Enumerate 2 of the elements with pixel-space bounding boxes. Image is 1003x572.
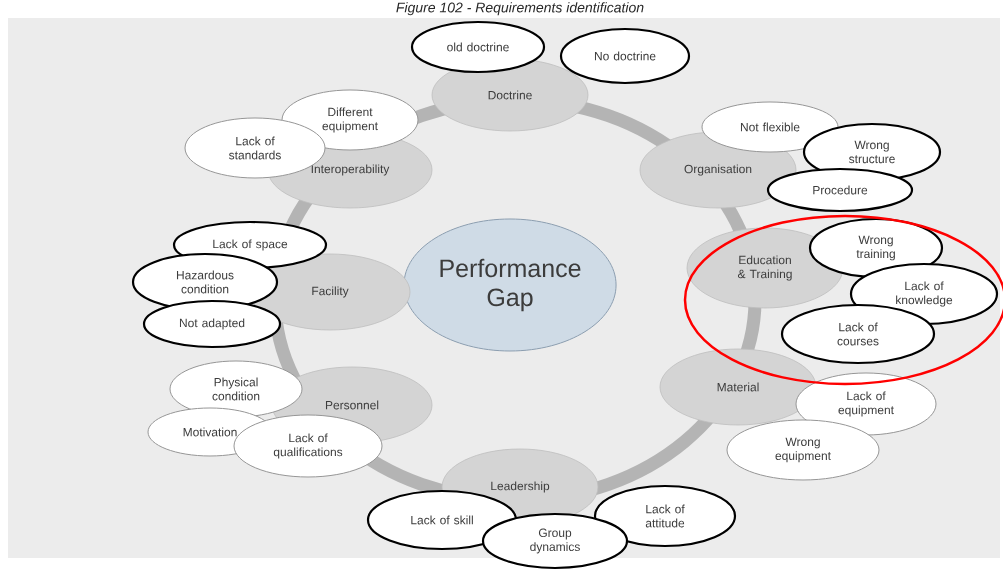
figure-title: Figure 102 - Requirements identification — [396, 2, 644, 16]
node-label: Group dynamics — [530, 528, 580, 554]
